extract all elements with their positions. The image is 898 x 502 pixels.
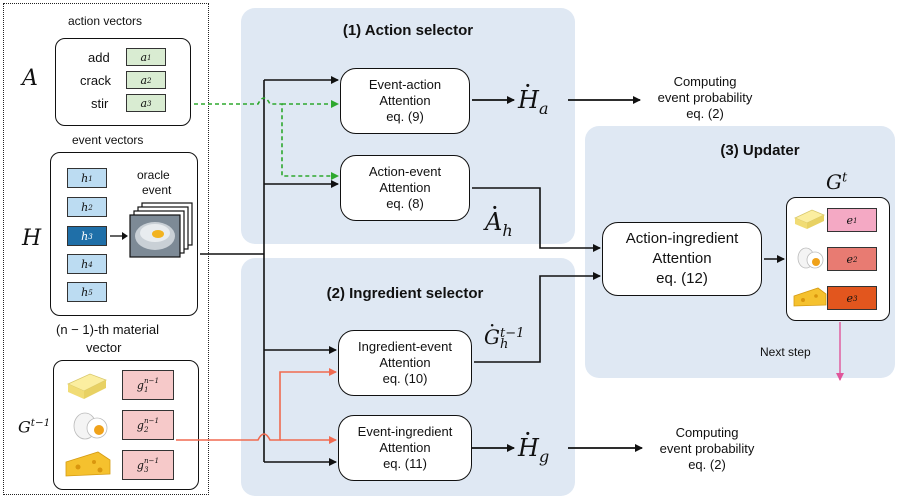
computing-line: eq. (2) (688, 457, 726, 472)
action-word-stir: stir (91, 96, 109, 111)
node-line: Attention (652, 250, 712, 267)
node-line: Attention (379, 440, 431, 455)
G-t-symbol: Gt (826, 170, 848, 194)
A-symbol: A (22, 66, 38, 91)
node-line: eq. (8) (386, 196, 424, 211)
action-vectors-box (55, 38, 191, 126)
action-vectors-label: action vectors (68, 14, 143, 28)
computing-line: Computing (673, 74, 737, 89)
action-ingredient-attention-node: Action-ingredient Attention eq. (12) (602, 222, 762, 296)
action-word-add: add (88, 50, 110, 65)
event-action-attention-node: Event-action Attention eq. (9) (340, 68, 470, 134)
next-step-label: Next step (760, 345, 811, 359)
computing-bottom: Computing event probability eq. (2) (648, 425, 766, 473)
node-line: Action-event (368, 164, 442, 179)
action-selector-title: (1) Action selector (342, 22, 474, 39)
oracle-event-label: event (142, 183, 172, 197)
material-label-line2: vector (86, 340, 122, 355)
event-vectors-label: event vectors (72, 133, 144, 147)
node-line: Event-action (368, 77, 442, 92)
node-line: Action-ingredient (625, 230, 739, 247)
computing-top: Computing event probability eq. (2) (646, 74, 764, 122)
computing-line: eq. (2) (686, 106, 724, 121)
A-h-output: ·Ah (485, 194, 513, 240)
node-line: Ingredient-event (358, 339, 452, 354)
G-prev-symbol: Gt−1 (18, 417, 51, 437)
node-line: eq. (12) (656, 270, 708, 287)
event-ingredient-attention-node: Event-ingredient Attention eq. (11) (338, 415, 472, 481)
material-label-line1: (n − 1)-th material (56, 322, 159, 337)
node-line: Attention (379, 180, 431, 195)
updater-title: (3) Updater (720, 142, 800, 159)
node-line: eq. (10) (382, 371, 428, 386)
ingredient-selector-title: (2) Ingredient selector (326, 285, 484, 302)
action-event-attention-node: Action-event Attention eq. (8) (340, 155, 470, 221)
H-a-output: ·Ha (518, 72, 549, 118)
computing-line: event probability (659, 441, 755, 456)
computing-line: Computing (675, 425, 739, 440)
oracle-label: oracle (137, 168, 170, 182)
action-word-crack: crack (80, 73, 112, 88)
node-line: Event-ingredient (357, 424, 453, 439)
node-line: Attention (379, 355, 431, 370)
node-line: eq. (9) (386, 109, 424, 124)
input-frame (3, 3, 209, 495)
computing-line: event probability (657, 90, 753, 105)
node-line: eq. (11) (383, 456, 427, 471)
H-symbol: H (22, 226, 42, 251)
node-line: Attention (379, 93, 431, 108)
ingredient-event-attention-node: Ingredient-event Attention eq. (10) (338, 330, 472, 396)
H-g-output: ·Hg (518, 420, 550, 466)
